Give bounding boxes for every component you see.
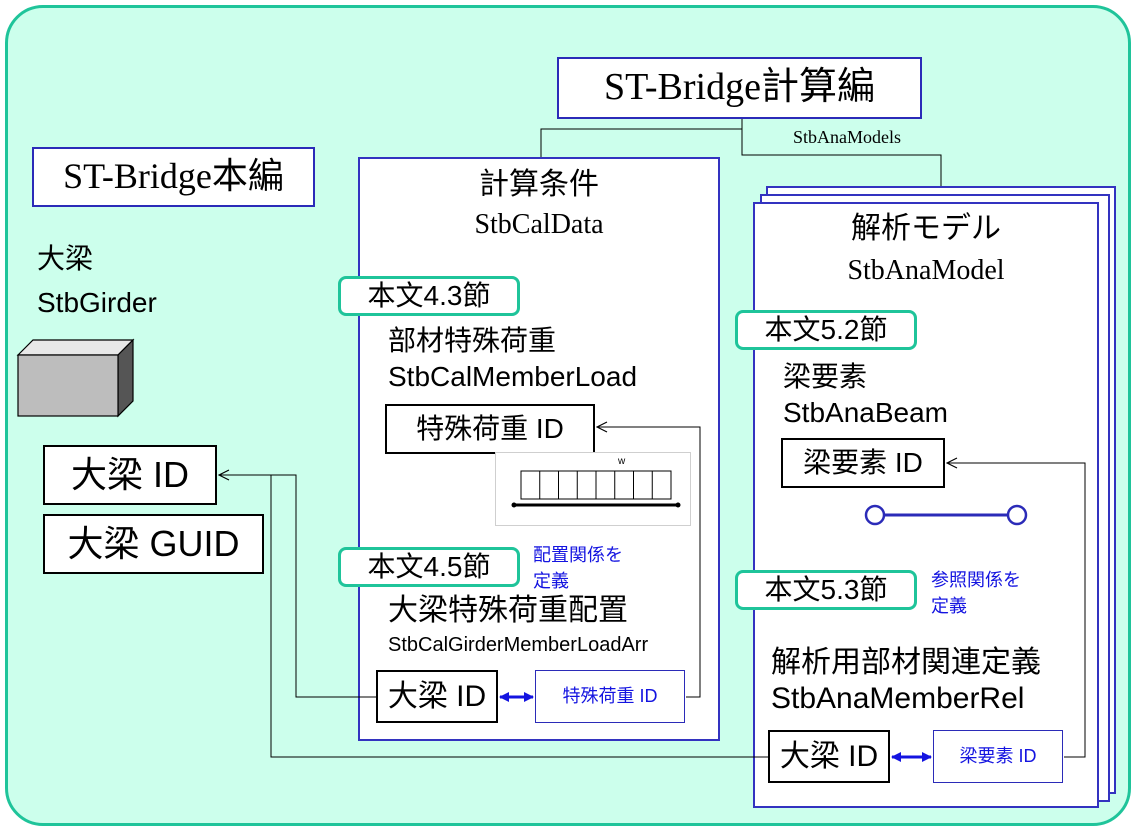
rel-beam-id-text: 梁要素 ID [959,745,1037,766]
calc-title-ja: 計算条件 [479,168,599,201]
girder-load-en: StbCalGirderMemberLoadArr [388,634,649,656]
section-43-text: 本文4.3節 [367,279,491,311]
main-label-text: ST-Bridge本編 [63,156,284,197]
main-label-box: ST-Bridge本編 [32,147,315,207]
section-52-text: 本文5.2節 [764,313,888,345]
stb-ana-models-label: StbAnaModels [793,127,901,147]
calc-special-load-id-text: 特殊荷重 ID [562,685,658,706]
distributed-load-graphic [511,470,681,508]
girder-id-text: 大梁 ID [70,454,189,496]
rel-girder-id-text: 大梁 ID [779,740,879,773]
girder-name-ja: 大梁 [37,243,94,274]
ref-note-line2: 定義 [931,596,967,616]
section-53-badge: 本文5.3節 [735,570,917,610]
beam-id-text: 梁要素 ID [803,446,923,478]
section-52-badge: 本文5.2節 [735,310,917,350]
tree-connector-right [741,129,942,186]
beam-id-box: 梁要素 ID [781,438,945,488]
analysis-title-ja: 解析モデル [851,212,1001,245]
section-53-text: 本文5.3節 [764,573,888,605]
tree-connector-left [540,118,743,157]
calc-girder-id-text: 大梁 ID [387,680,487,713]
ref-note: 参照関係を 定義 [931,567,1021,619]
girder-beam-3d [16,338,135,418]
girder-load-ja: 大梁特殊荷重配置 [388,594,628,627]
special-load-id-box: 特殊荷重 ID [385,404,595,454]
placement-note-line1: 配置関係を [533,545,623,565]
girder-id-box: 大梁 ID [43,445,217,505]
section-45-badge: 本文4.5節 [338,547,520,587]
section-45-text: 本文4.5節 [367,550,491,582]
girder-guid-text: 大梁 GUID [67,523,240,565]
beam-element-graphic [864,504,1028,526]
load-symbol: w [618,456,626,467]
beam-ja: 梁要素 [783,361,868,392]
beam-en: StbAnaBeam [783,397,948,428]
rel-en: StbAnaMemberRel [771,682,1025,715]
member-load-ja: 部材特殊荷重 [388,325,557,356]
girder-name-en: StbGirder [37,287,157,318]
ref-note-line1: 参照関係を [931,570,1021,590]
placement-note: 配置関係を 定義 [533,542,623,594]
rel-beam-id-box: 梁要素 ID [933,730,1063,783]
calc-girder-id-box: 大梁 ID [376,670,498,723]
special-load-id-text: 特殊荷重 ID [416,412,564,444]
analysis-title-en: StbAnaModel [847,255,1005,286]
section-43-badge: 本文4.3節 [338,276,520,316]
title-text: ST-Bridge計算編 [604,66,875,109]
rel-girder-id-box: 大梁 ID [768,730,890,783]
placement-note-line2: 定義 [533,571,569,591]
girder-guid-box: 大梁 GUID [43,514,264,574]
distributed-load-figure: w [495,452,691,526]
calc-special-load-id-box: 特殊荷重 ID [535,670,685,723]
member-load-en: StbCalMemberLoad [388,361,638,392]
rel-ja: 解析用部材関連定義 [771,646,1041,679]
title-box: ST-Bridge計算編 [557,57,922,119]
calc-title-en: StbCalData [474,209,604,240]
